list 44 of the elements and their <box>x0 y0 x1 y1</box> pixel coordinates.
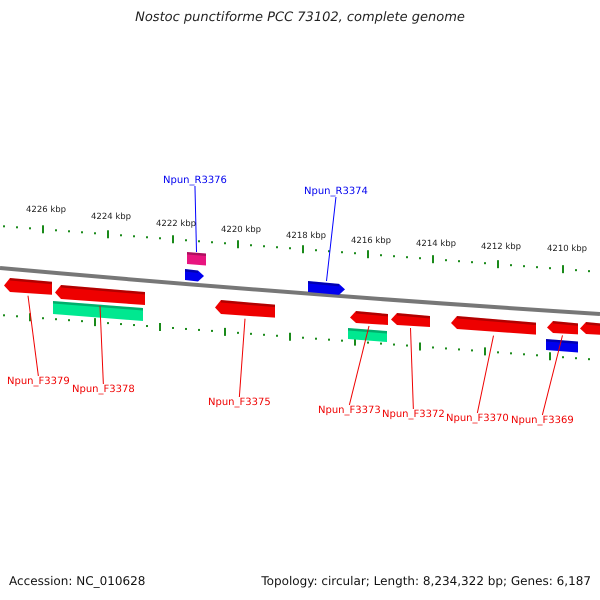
scale-label: 4218 kbp <box>286 231 326 241</box>
gene-label: Npun_F3370 <box>446 413 509 424</box>
gene-block <box>547 321 578 336</box>
gene-bar <box>546 339 578 354</box>
leader-line <box>194 186 197 252</box>
gene-label: Npun_F3378 <box>72 384 135 395</box>
gene-block <box>55 285 145 306</box>
leader-line <box>476 335 494 414</box>
gene-label: Npun_F3369 <box>511 415 574 426</box>
gene-bar <box>348 328 387 344</box>
gene-block <box>185 269 204 282</box>
scale-label: 4212 kbp <box>481 242 522 252</box>
gene-block <box>350 311 388 326</box>
gene-block <box>215 300 275 319</box>
scale-label: 4220 kbp <box>221 225 262 235</box>
scale-label: 4226 kbp <box>26 205 66 215</box>
accession-text: Accession: NC_010628 <box>9 574 146 588</box>
leader-line <box>348 325 370 406</box>
gene-label: Npun_F3372 <box>382 409 445 420</box>
leader-line <box>410 328 414 410</box>
gene-block <box>391 313 430 328</box>
gene-label: Npun_R3374 <box>304 186 368 197</box>
scale-label: 4210 kbp <box>547 244 588 254</box>
genome-info-text: Topology: circular; Length: 8,234,322 bp; Genes: 6,187 <box>261 574 591 588</box>
leader-line <box>100 306 104 384</box>
gene-block <box>451 316 536 336</box>
map-title: Nostoc punctiforme PCC 73102, complete genome <box>134 10 466 25</box>
gene-label: Npun_R3376 <box>163 175 227 186</box>
gene-label: Npun_F3379 <box>7 376 70 387</box>
gene-label: Npun_F3375 <box>208 397 271 408</box>
gene-block <box>308 281 345 296</box>
scale-label: 4222 kbp <box>156 219 196 229</box>
gene-block <box>580 322 600 336</box>
scale-label: 4224 kbp <box>91 212 132 222</box>
leader-line <box>28 295 39 376</box>
gene-bar <box>187 252 206 266</box>
gene-block <box>4 278 52 296</box>
gene-label: Npun_F3373 <box>318 405 381 416</box>
scale-label: 4214 kbp <box>416 239 456 249</box>
leader-line <box>238 318 246 398</box>
leader-line <box>326 196 336 282</box>
gene-bar <box>53 301 143 322</box>
scale-label: 4216 kbp <box>351 236 392 246</box>
leader-line <box>542 334 563 416</box>
